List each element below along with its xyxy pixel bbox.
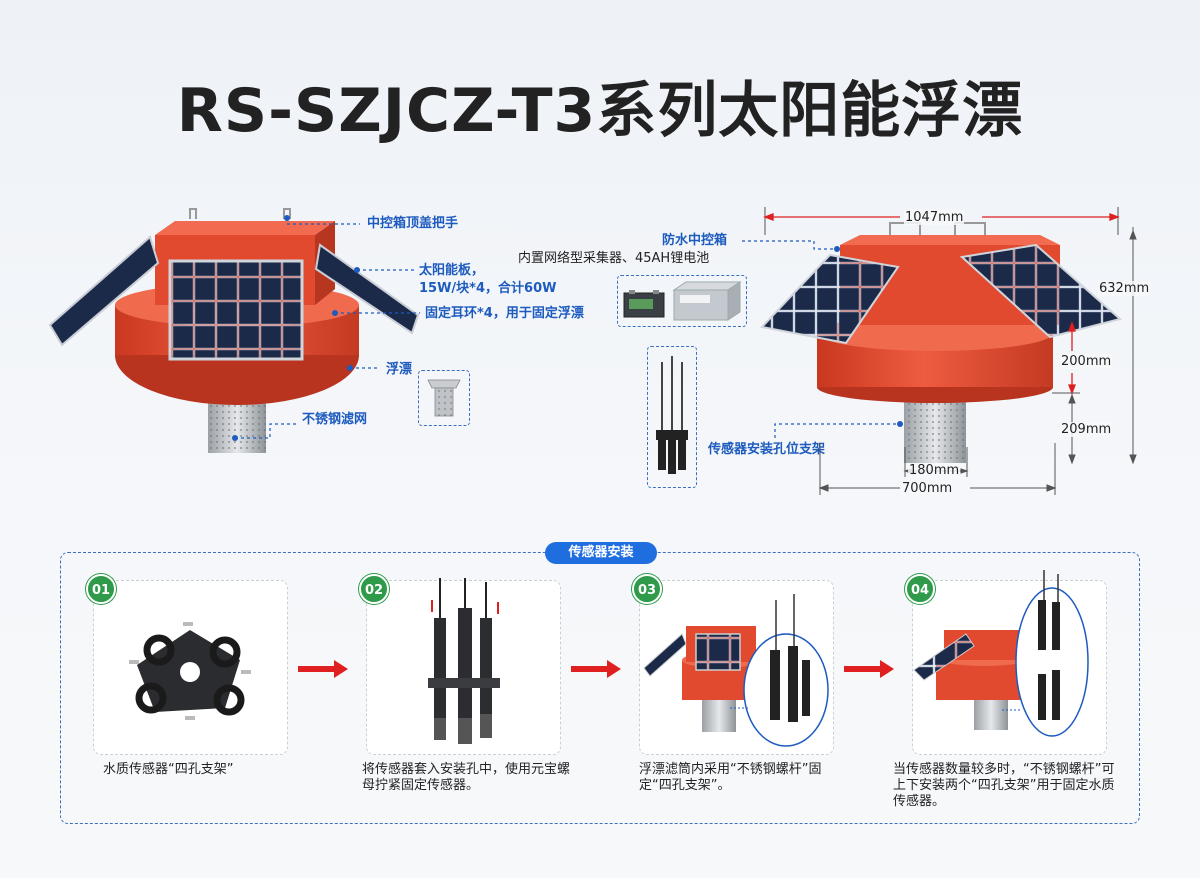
dim-filter-width: 180mm: [908, 463, 961, 478]
arrow-2-3: [571, 660, 621, 678]
callout-handle: 中控箱顶盖把手: [367, 216, 459, 231]
callout-ear: 固定耳环*4，用于固定浮漂: [425, 306, 584, 321]
battery-icon: [672, 281, 742, 321]
filter-thumbnail: [427, 379, 461, 417]
callout-filter: 不锈钢滤网: [302, 412, 368, 427]
buoy-with-double-bracket-image: [913, 570, 1089, 737]
four-hole-bracket-image: [129, 622, 251, 720]
sensor-bracket-callout-line: [774, 421, 903, 438]
step-1-badge: 01: [86, 574, 116, 604]
control-box-callout-line: [742, 240, 840, 252]
callout-buoy: 浮漂: [386, 362, 413, 377]
arrow-1-2: [298, 660, 348, 678]
sensors-in-bracket-image: [428, 578, 500, 744]
dim-buoy-height: 200mm: [1060, 354, 1113, 369]
callout-panel-line1: 太阳能板，: [419, 263, 485, 278]
step-4-caption: 当传感器数量较多时，“不锈钢螺杆”可上下安装两个“四孔支架”用于固定水质传感器。: [893, 762, 1115, 809]
filter-thumbnail-box: [418, 370, 470, 426]
sensor-bracket-icon: [656, 356, 688, 474]
buoy-illustration-right: [760, 222, 1123, 463]
buoy-illustration-left: [48, 208, 420, 453]
collector-icon: [623, 290, 665, 318]
step-3-badge: 03: [632, 574, 662, 604]
callout-collector: 内置网络型采集器、45AH锂电池: [518, 251, 710, 266]
collector-battery-box: [617, 275, 747, 327]
dim-filter-height: 209mm: [1060, 422, 1113, 437]
step-4-badge: 04: [905, 574, 935, 604]
sensor-bracket-box: [647, 346, 697, 488]
dim-width-total: 1047mm: [904, 210, 965, 225]
step-1-caption: 水质传感器“四孔支架”: [103, 762, 234, 777]
dim-buoy-width: 700mm: [901, 481, 954, 496]
step-2-badge: 02: [359, 574, 389, 604]
dim-height-total: 632mm: [1098, 281, 1151, 296]
callout-sensor-bracket: 传感器安装孔位支架: [708, 442, 826, 457]
step-3-caption: 浮漂滤筒内采用“不锈钢螺杆”固定“四孔支架”。: [639, 762, 822, 793]
dimension-lines: [763, 207, 1137, 495]
arrow-3-4: [844, 660, 894, 678]
left-callout-lines: [232, 215, 420, 441]
page-title: RS-SZJCZ-T3系列太阳能浮漂: [176, 76, 1024, 146]
callout-control-box: 防水中控箱: [662, 233, 728, 248]
buoy-with-sensors-image: [643, 594, 829, 747]
callout-panel-line2: 15W/块*4，合计60W: [419, 281, 557, 296]
step-2-caption: 将传感器套入安装孔中，使用元宝螺母拧紧固定传感器。: [362, 762, 571, 793]
section-title: 传感器安装: [545, 542, 657, 564]
